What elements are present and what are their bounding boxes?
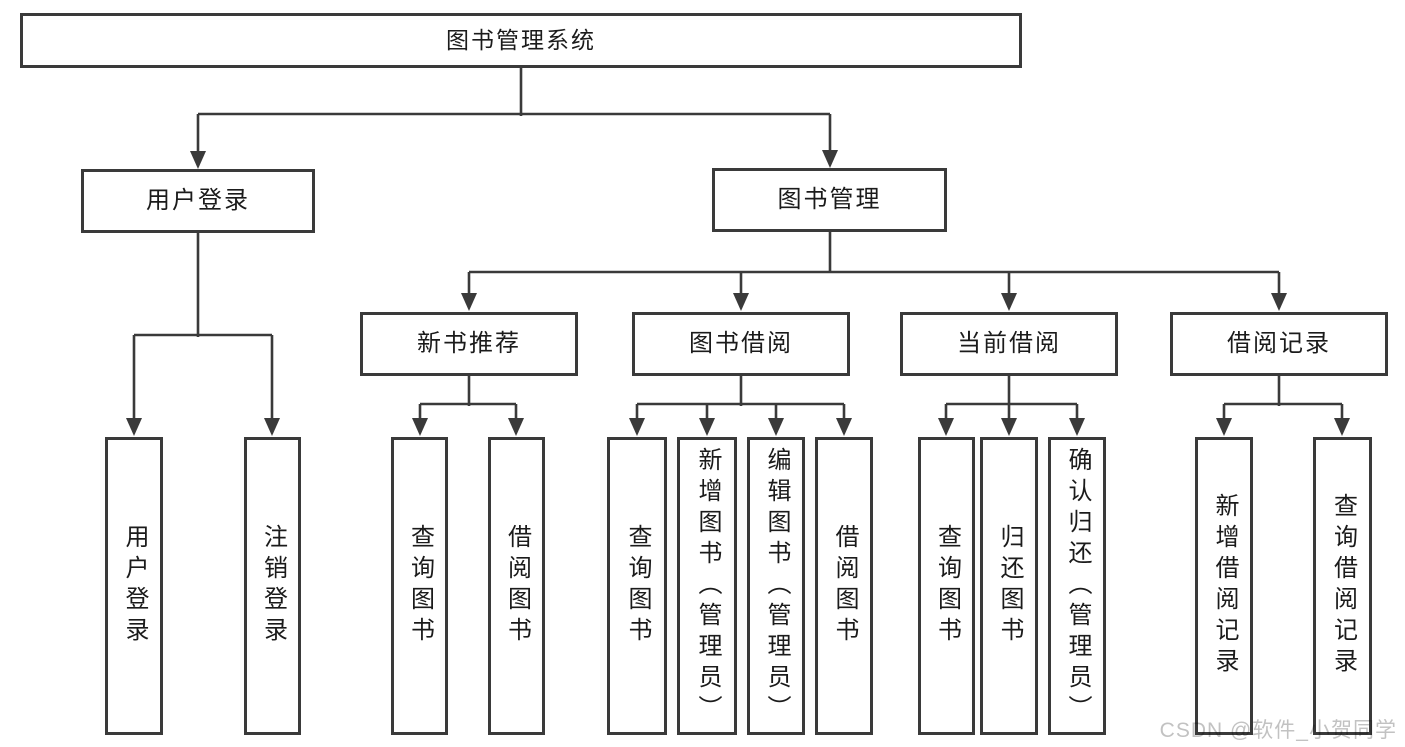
leaf-add-borrow-record-label: 新增借阅记录: [1211, 493, 1238, 679]
leaf-borrow-books-recommend: 借阅图书: [488, 437, 545, 735]
node-borrow-records: 借阅记录: [1170, 312, 1388, 376]
leaf-edit-books-admin: 编辑图书（管理员）: [747, 437, 805, 735]
leaf-borrow-books-2-label: 借阅图书: [831, 524, 858, 648]
node-current-borrow-label: 当前借阅: [957, 330, 1061, 357]
watermark-text: CSDN @软件_小贺同学: [1159, 719, 1397, 742]
node-current-borrow: 当前借阅: [900, 312, 1118, 376]
leaf-query-books-current: 查询图书: [918, 437, 975, 735]
leaf-user-login-label: 用户登录: [121, 524, 148, 648]
node-book-system: 图书管理系统: [20, 13, 1022, 68]
leaf-add-books-admin-label: 新增图书（管理员）: [694, 446, 721, 726]
leaf-add-borrow-record: 新增借阅记录: [1195, 437, 1253, 735]
leaf-confirm-return-admin-label: 确认归还（管理员）: [1064, 446, 1091, 726]
leaf-logout-login: 注销登录: [244, 437, 301, 735]
leaf-return-books-label: 归还图书: [996, 524, 1023, 648]
node-book-borrow: 图书借阅: [632, 312, 850, 376]
node-book-management: 图书管理: [712, 168, 947, 232]
node-user-login: 用户登录: [81, 169, 315, 233]
leaf-query-borrow-record: 查询借阅记录: [1313, 437, 1372, 735]
arrowheads: [126, 150, 1350, 436]
leaf-query-books-borrow: 查询图书: [607, 437, 667, 735]
leaf-query-books-current-label: 查询图书: [933, 524, 961, 648]
leaf-return-books: 归还图书: [980, 437, 1038, 735]
leaf-add-books-admin: 新增图书（管理员）: [677, 437, 737, 735]
leaf-query-borrow-record-label: 查询借阅记录: [1329, 493, 1357, 679]
connector-path: [132, 68, 1344, 421]
leaf-borrow-books-2: 借阅图书: [815, 437, 873, 735]
node-user-login-label: 用户登录: [146, 187, 250, 214]
leaf-edit-books-admin-label: 编辑图书（管理员）: [763, 446, 790, 726]
leaf-query-books-recommend-label: 查询图书: [406, 524, 434, 648]
node-book-system-label: 图书管理系统: [446, 27, 596, 53]
leaf-logout-login-label: 注销登录: [259, 524, 287, 648]
leaf-user-login: 用户登录: [105, 437, 163, 735]
leaf-confirm-return-admin: 确认归还（管理员）: [1048, 437, 1106, 735]
node-new-book-recommend: 新书推荐: [360, 312, 578, 376]
node-new-book-recommend-label: 新书推荐: [417, 330, 521, 357]
leaf-query-books-recommend: 查询图书: [391, 437, 448, 735]
node-book-management-label: 图书管理: [777, 186, 882, 213]
node-book-borrow-label: 图书借阅: [689, 330, 793, 357]
node-borrow-records-label: 借阅记录: [1227, 330, 1331, 357]
leaf-borrow-books-recommend-label: 借阅图书: [503, 524, 531, 648]
leaf-query-books-borrow-label: 查询图书: [624, 524, 651, 648]
